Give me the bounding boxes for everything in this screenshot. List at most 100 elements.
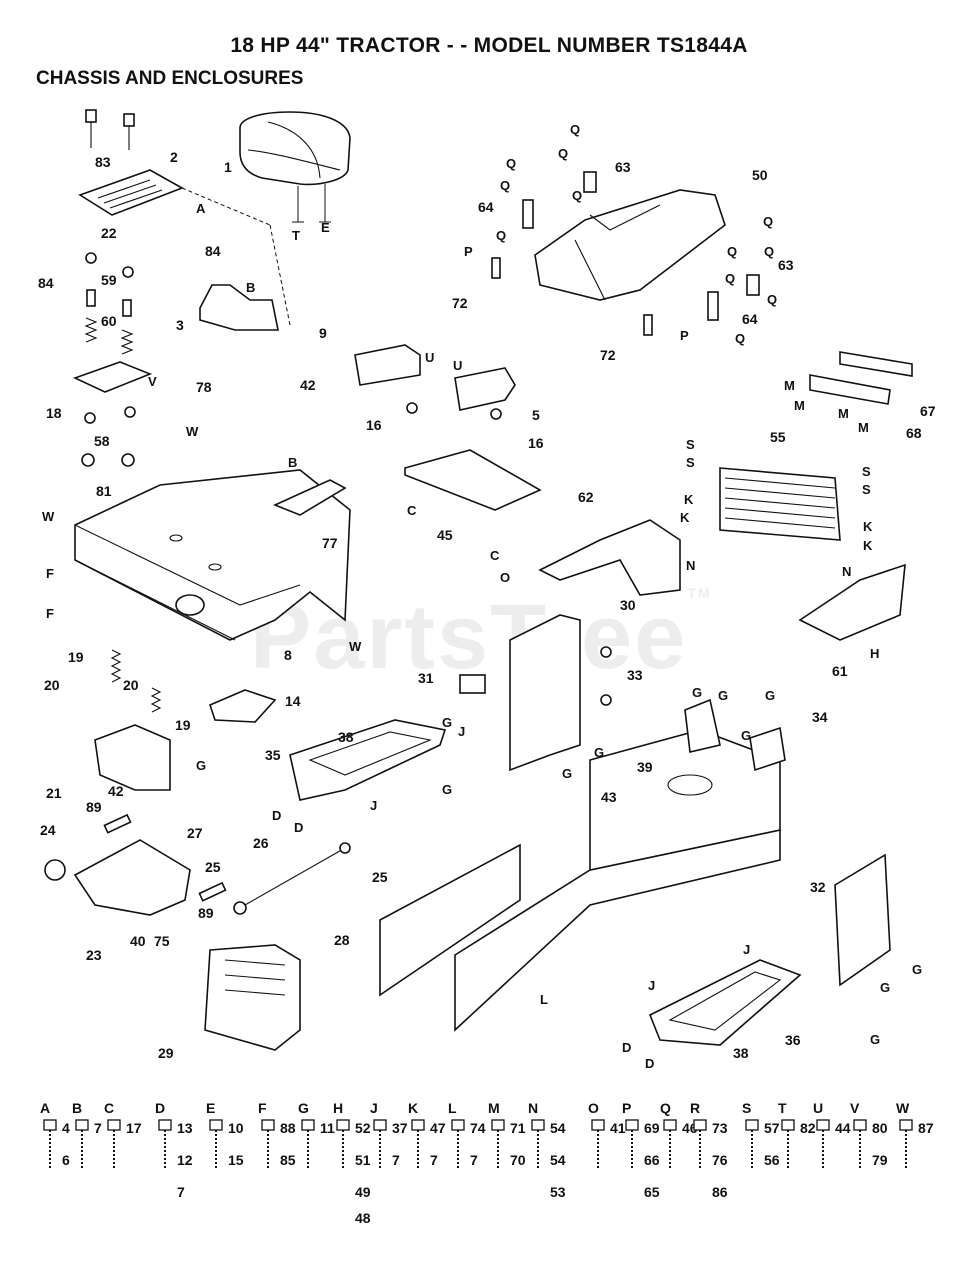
ref-letter: G (442, 715, 452, 730)
fastener-icon (336, 1119, 350, 1168)
hardware-letter: J (370, 1100, 378, 1116)
ref-letter: S (686, 455, 695, 470)
washer-stack (81, 406, 136, 467)
pad-89b (198, 881, 227, 902)
ref-letter: D (622, 1040, 631, 1055)
hardware-part-number: 13 (177, 1120, 193, 1136)
callout: 32 (810, 879, 826, 895)
ref-letter: D (294, 820, 303, 835)
ref-letter: J (370, 798, 377, 813)
hardware-part-number: 82 (800, 1120, 816, 1136)
hardware-letter: C (104, 1100, 115, 1116)
hardware-part-number: 41 (610, 1120, 626, 1136)
pad-89a (103, 813, 132, 834)
front-bumper-plate (204, 944, 301, 1051)
hardware-letter: D (155, 1100, 166, 1116)
washer-16a (406, 402, 418, 414)
hardware-part-number: 74 (470, 1120, 486, 1136)
bracket-39 (684, 698, 721, 753)
fastener-icon (491, 1119, 505, 1168)
hardware-part-number: 4 (62, 1120, 70, 1136)
ref-letter: N (842, 564, 851, 579)
callout: 81 (96, 483, 112, 499)
fastener-icon (209, 1119, 223, 1168)
ref-letter: G (912, 962, 922, 977)
ref-letter: G (692, 685, 702, 700)
ref-letter: M (838, 406, 849, 421)
side-panel-61 (798, 563, 906, 641)
hardware-part-number: 44 (835, 1120, 851, 1136)
callout: 63 (778, 257, 794, 273)
hardware-part-number: 80 (872, 1120, 888, 1136)
ref-letter: M (858, 420, 869, 435)
callout: 2 (170, 149, 178, 165)
seat-part (239, 111, 351, 223)
ref-letter: Q (725, 271, 735, 286)
side-plate-32 (834, 853, 891, 987)
hardware-letter: O (588, 1100, 599, 1116)
callout: 64 (478, 199, 494, 215)
hardware-part-number: 37 (392, 1120, 408, 1136)
callout: 89 (198, 905, 214, 921)
latch-64b (707, 291, 719, 321)
ref-letter: Q (506, 156, 516, 171)
fastener-icon (301, 1119, 315, 1168)
ref-letter: P (680, 328, 689, 343)
callout: 89 (86, 799, 102, 815)
ref-letter: K (684, 492, 694, 507)
callout: 75 (154, 933, 170, 949)
ref-letter: M (784, 378, 795, 393)
hardware-letter: G (298, 1100, 309, 1116)
hardware-letter: W (896, 1100, 910, 1116)
clip-72b (643, 314, 653, 336)
hardware-letter: M (488, 1100, 500, 1116)
hardware-part-number: 79 (872, 1152, 888, 1168)
spring-19-pair (110, 649, 162, 713)
ref-letter: S (862, 482, 871, 497)
fastener-icon (625, 1119, 639, 1168)
callout: 58 (94, 433, 110, 449)
callout: 61 (832, 663, 848, 679)
hardware-part-number: 87 (918, 1120, 934, 1136)
callout: 14 (285, 693, 301, 709)
ref-letter: N (686, 558, 695, 573)
bracket-31 (459, 674, 486, 694)
callout: 9 (319, 325, 327, 341)
trim-67-part (839, 351, 913, 377)
callout: 43 (601, 789, 617, 805)
hardware-letter: F (258, 1100, 267, 1116)
latch-63a (583, 171, 597, 193)
callout: 55 (770, 429, 786, 445)
ref-letter: J (743, 942, 750, 957)
callout: 35 (265, 747, 281, 763)
hardware-part-number: 65 (644, 1184, 660, 1200)
fastener-icon (43, 1119, 57, 1168)
footrest-left (289, 719, 447, 801)
ref-letter: G (442, 782, 452, 797)
hardware-part-number: 7 (177, 1184, 185, 1200)
ref-letter: O (500, 570, 510, 585)
callout: 33 (627, 667, 643, 683)
fastener-icon (107, 1119, 121, 1168)
callout: 8 (284, 647, 292, 663)
hardware-letter: T (778, 1100, 787, 1116)
seat-mount-part (72, 361, 153, 393)
callout: 68 (906, 425, 922, 441)
bracket-34 (749, 726, 786, 772)
callout: 16 (528, 435, 544, 451)
callout: 22 (101, 225, 117, 241)
fastener-icon (781, 1119, 795, 1168)
hardware-letter: E (206, 1100, 216, 1116)
chassis-frame (379, 729, 781, 1032)
fastener-icon (591, 1119, 605, 1168)
hardware-part-number: 48 (355, 1210, 371, 1226)
ref-letter: B (288, 455, 297, 470)
hardware-letter: H (333, 1100, 344, 1116)
hardware-part-number: 73 (712, 1120, 728, 1136)
ref-letter: Q (727, 244, 737, 259)
hardware-part-number: 7 (470, 1152, 478, 1168)
ref-letter: Q (767, 292, 777, 307)
callout: 40 (130, 933, 146, 949)
callout-labels: 1 2 3 5 8 9 14 16 16 18 19 19 20 20 21 2… (38, 149, 936, 1061)
